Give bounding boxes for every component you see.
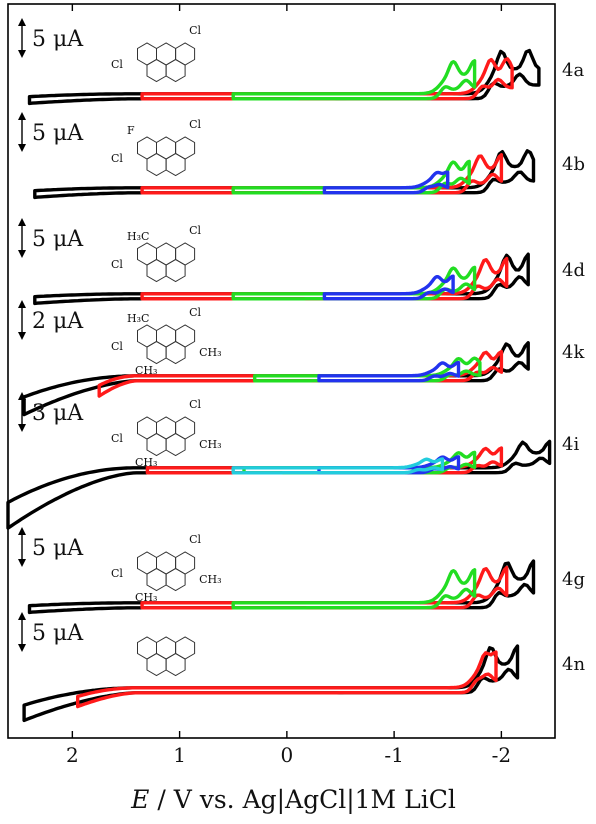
cv-curve-4i-black <box>6 439 552 530</box>
scale-bar-arrow-up-4k <box>18 300 26 308</box>
cv-curve-4k-red <box>97 349 504 398</box>
x-axis: 2 1 0 -1 -2 <box>66 4 511 767</box>
panel-label-4k: 4k <box>562 342 585 363</box>
cv-curve-4b-green <box>231 159 471 195</box>
molecule-label-4d-2: Cl <box>111 258 123 271</box>
cv-curve-4d-blue <box>322 274 455 301</box>
scale-bar-arrow-up-4b <box>18 112 26 120</box>
molecule-label-4k-1: H₃C <box>127 312 149 325</box>
x-axis-title-text: / V vs. Ag|AgCl|1M LiCl <box>149 785 455 815</box>
panel-label-4d: 4d <box>562 260 585 281</box>
molecule-label-4a-1: Cl <box>111 58 123 71</box>
scale-bar-arrow-up-4i <box>18 392 26 400</box>
cv-curve-4d-green <box>231 265 477 301</box>
molecule-label-4i-0: Cl <box>189 398 201 411</box>
scale-bar-arrow-up-4d <box>18 218 26 226</box>
x-tick-label-1: 1 <box>173 743 186 767</box>
cv-curve-4a-green <box>231 59 477 101</box>
panel-4i <box>6 439 552 530</box>
cv-curve-4b-black <box>33 149 536 200</box>
x-tick-label-3: -1 <box>384 743 403 767</box>
molecule-label-4d-0: Cl <box>189 224 201 237</box>
scale-label-4a: 5 μA <box>32 27 84 52</box>
cv-curve-4g-black <box>27 559 536 615</box>
scale-bar-arrow-down-4i <box>18 424 26 432</box>
panel-4k <box>22 341 530 417</box>
panel-4a <box>27 48 541 106</box>
plot-frame <box>7 3 556 739</box>
molecule-structure-4b: Cl F Cl <box>111 118 202 177</box>
molecule-label-4i-2: Cl <box>111 432 123 445</box>
scale-bar-arrow-up-4a <box>18 18 26 26</box>
cv-curve-4n-red <box>76 650 498 709</box>
molecule-label-4k-4: CH₃ <box>135 364 157 377</box>
scale-label-4k: 2 μA <box>32 309 84 334</box>
panel-4g <box>27 559 536 615</box>
scale-bar-arrow-down-4a <box>18 50 26 58</box>
molecule-label-4g-2: Cl <box>111 567 123 580</box>
molecule-label-4b-0: Cl <box>189 118 201 131</box>
scale-label-4i: 3 μA <box>32 401 84 426</box>
molecule-label-4g-0: Cl <box>189 533 201 546</box>
cv-curve-4i-cyan <box>231 457 445 475</box>
scale-label-4g: 5 μA <box>32 536 84 561</box>
panel-label-4b: 4b <box>562 154 585 175</box>
panel-4n <box>22 644 520 723</box>
x-tick-label-0: 2 <box>66 743 79 767</box>
cv-curve-4k-black <box>22 341 530 417</box>
cv-curve-4n-black <box>22 644 520 723</box>
molecule-label-4k-0: Cl <box>189 306 201 319</box>
molecule-label-4k-3: Cl <box>111 340 123 353</box>
panel-label-4g: 4g <box>562 569 585 590</box>
x-axis-title: E / V vs. Ag|AgCl|1M LiCl <box>130 785 456 815</box>
scale-bar-arrow-up-4g <box>18 527 26 535</box>
molecule-structure-4d: Cl H₃C Cl <box>111 224 202 283</box>
molecule-label-4i-3: CH₃ <box>135 456 157 469</box>
molecule-label-4g-3: CH₃ <box>135 591 157 604</box>
scale-bar-arrow-down-4g <box>18 559 26 567</box>
molecule-label-4g-1: CH₃ <box>199 573 221 586</box>
x-axis-title-symbol: E <box>130 785 149 814</box>
molecule-label-4a-0: Cl <box>189 24 201 37</box>
cv-curve-4k-blue <box>317 360 461 383</box>
scale-label-4d: 5 μA <box>32 227 84 252</box>
panel-label-4i: 4i <box>562 434 579 455</box>
scale-bar-arrow-up-4n <box>18 612 26 620</box>
scale-label-4b: 5 μA <box>32 121 84 146</box>
scale-label-4n: 5 μA <box>32 621 84 646</box>
scale-bar-arrow-down-4n <box>18 644 26 652</box>
scale-bar-arrow-down-4k <box>18 332 26 340</box>
panel-4b <box>33 149 536 200</box>
cv-curve-4g-green <box>231 568 477 610</box>
molecule-label-4b-2: Cl <box>111 152 123 165</box>
molecule-structure-4n <box>137 636 196 677</box>
panel-label-4a: 4a <box>562 60 584 81</box>
panel-label-4n: 4n <box>562 654 585 675</box>
x-tick-label-2: 0 <box>280 743 293 767</box>
panel-4d <box>33 252 530 306</box>
molecule-label-4i-1: CH₃ <box>199 438 221 451</box>
x-tick-label-4: -2 <box>492 743 511 767</box>
molecule-label-4b-1: F <box>127 124 135 137</box>
cv-curve-4b-blue <box>322 170 450 195</box>
scale-bar-arrow-down-4b <box>18 144 26 152</box>
molecule-label-4d-1: H₃C <box>127 230 149 243</box>
molecule-label-4k-2: CH₃ <box>199 346 221 359</box>
scale-bar-arrow-down-4d <box>18 250 26 258</box>
curves-layer <box>6 48 552 723</box>
